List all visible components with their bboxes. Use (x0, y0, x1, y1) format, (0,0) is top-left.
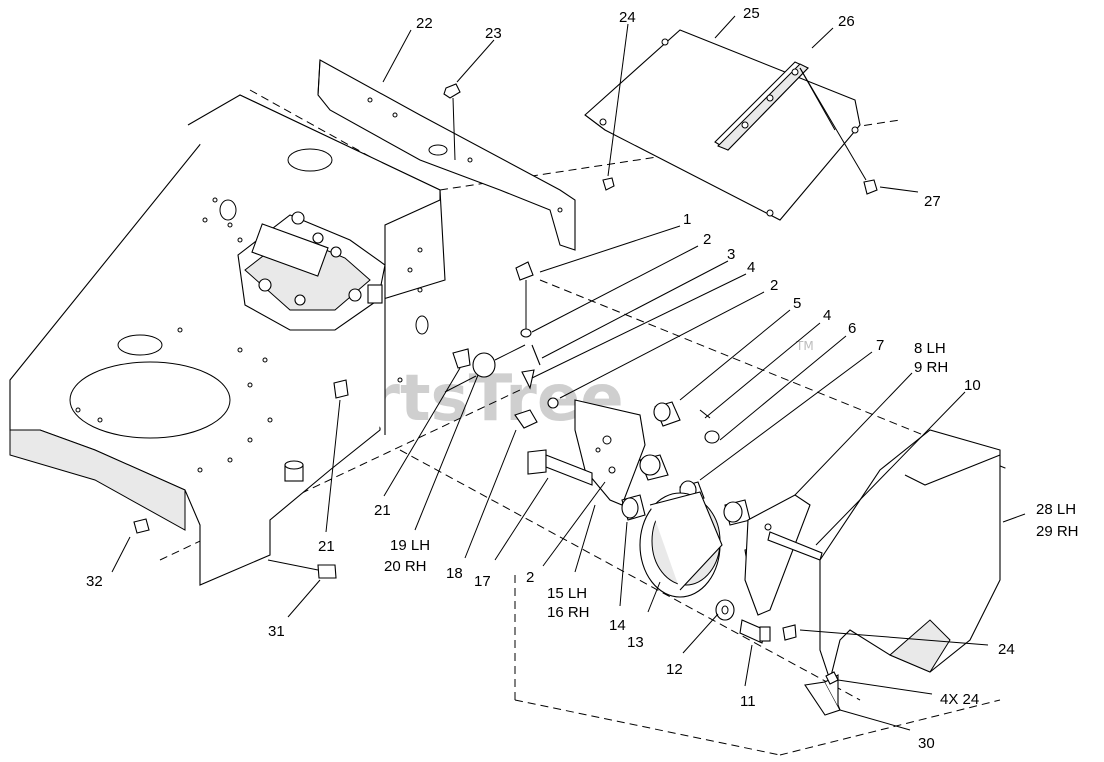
callout-9-rh: 9 RH (914, 359, 948, 376)
part-17-bolt (527, 449, 593, 486)
idler-small-parts (333, 261, 559, 429)
part-8-9-plate (744, 494, 811, 616)
callout-21b: 21 (318, 538, 335, 555)
callout-16-rh: 16 RH (547, 604, 590, 621)
idler-arm-plate (574, 399, 646, 506)
part-27-nut (863, 179, 878, 195)
callout-17: 17 (474, 573, 491, 590)
watermark-tm: TM (795, 339, 814, 353)
callout-13: 13 (627, 634, 644, 651)
part-24-nut-top (602, 177, 615, 191)
callout-4b: 4 (823, 307, 831, 324)
callout-21a: 21 (374, 502, 391, 519)
callout-23: 23 (485, 25, 502, 42)
callout-14: 14 (609, 617, 626, 634)
part-13-pulley (639, 491, 723, 598)
callout-26: 26 (838, 13, 855, 30)
callout-6: 6 (848, 320, 856, 337)
part-32-nut (133, 518, 150, 534)
callout-27: 27 (924, 193, 941, 210)
part-31-bolt (267, 559, 337, 579)
part-26-bracket (714, 61, 867, 181)
callout-24-top: 24 (619, 9, 636, 26)
callout-2c: 2 (526, 569, 534, 586)
part-25-cover-plate (584, 29, 861, 221)
callout-18: 18 (446, 565, 463, 582)
callout-4a: 4 (747, 259, 755, 276)
callout-32: 32 (86, 573, 103, 590)
callout-7: 7 (876, 337, 884, 354)
leader-lines (111, 15, 1026, 731)
callout-8-lh: 8 LH (914, 340, 946, 357)
callout-3: 3 (727, 246, 735, 263)
callout-29-rh: 29 RH (1036, 523, 1079, 540)
part-30-bracket (804, 671, 841, 716)
callout-2a: 2 (703, 231, 711, 248)
callout-24-right: 24 (998, 641, 1015, 658)
part-24-nut-right (782, 624, 797, 641)
callout-31: 31 (268, 623, 285, 640)
part-11-bolt (739, 619, 771, 644)
callout-30: 30 (918, 735, 935, 752)
part-22-bracket (317, 59, 576, 251)
callout-1: 1 (683, 211, 691, 228)
callout-12: 12 (666, 661, 683, 678)
callout-22: 22 (416, 15, 433, 32)
callout-4x24: 4X 24 (940, 691, 979, 708)
callout-11: 11 (740, 693, 756, 710)
callout-labels: 22 23 24 25 26 27 1 2 3 4 2 5 4 6 7 8 LH… (86, 5, 1079, 752)
callout-19-lh: 19 LH (390, 537, 430, 554)
callout-5: 5 (793, 295, 801, 312)
hydrostatic-transmission (237, 211, 386, 331)
part-12-washer (715, 599, 735, 621)
callout-28-lh: 28 LH (1036, 501, 1076, 518)
callout-10: 10 (964, 377, 981, 394)
callout-2b: 2 (770, 277, 778, 294)
callout-15-lh: 15 LH (547, 585, 587, 602)
callout-25: 25 (743, 5, 760, 22)
part-23-bolt (443, 83, 461, 161)
part-28-29-belt-guard (819, 429, 1001, 682)
callout-20-rh: 20 RH (384, 558, 427, 575)
